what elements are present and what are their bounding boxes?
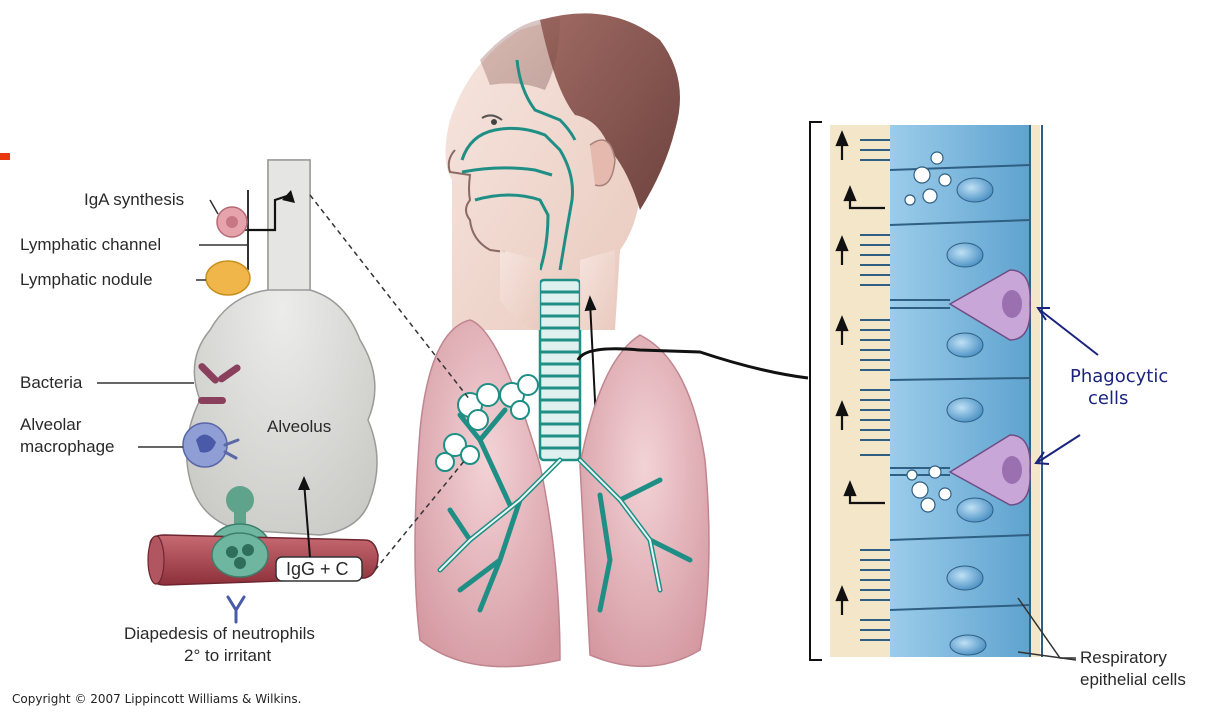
label-respiratory: Respiratory [1080, 648, 1167, 668]
trachea [540, 280, 580, 460]
label-bacteria: Bacteria [20, 373, 82, 393]
bracket [810, 122, 822, 660]
label-alveolus: Alveolus [267, 417, 331, 437]
eye-pupil [491, 119, 497, 125]
left-lung [415, 320, 560, 667]
lymphatic-nodule [206, 261, 250, 295]
neck-back [580, 250, 615, 330]
iga-cell-nucleus [226, 216, 238, 228]
label-phagocytic: Phagocytic [1070, 366, 1168, 388]
label-cells: cells [1088, 388, 1128, 410]
neutrophil-in-vessel [212, 533, 268, 577]
label-epithelial-cells: epithelial cells [1080, 670, 1186, 690]
label-lymphatic-channel: Lymphatic channel [20, 235, 161, 255]
red-marker [0, 153, 10, 160]
label-iga-synthesis: IgA synthesis [84, 190, 184, 210]
label-irritant: 2° to irritant [184, 646, 271, 666]
label-lymphatic-nodule: Lymphatic nodule [20, 270, 153, 290]
alveolus-detail [148, 160, 378, 622]
label-igg-c: IgG + C [286, 559, 349, 579]
label-diapedesis: Diapedesis of neutrophils [124, 624, 315, 644]
label-macrophage: macrophage [20, 437, 115, 457]
epithelium-detail [810, 122, 1042, 660]
copyright-notice: Copyright © 2007 Lippincott Williams & W… [12, 692, 301, 706]
antibody-icon [228, 597, 244, 622]
label-alveolar: Alveolar [20, 415, 81, 435]
